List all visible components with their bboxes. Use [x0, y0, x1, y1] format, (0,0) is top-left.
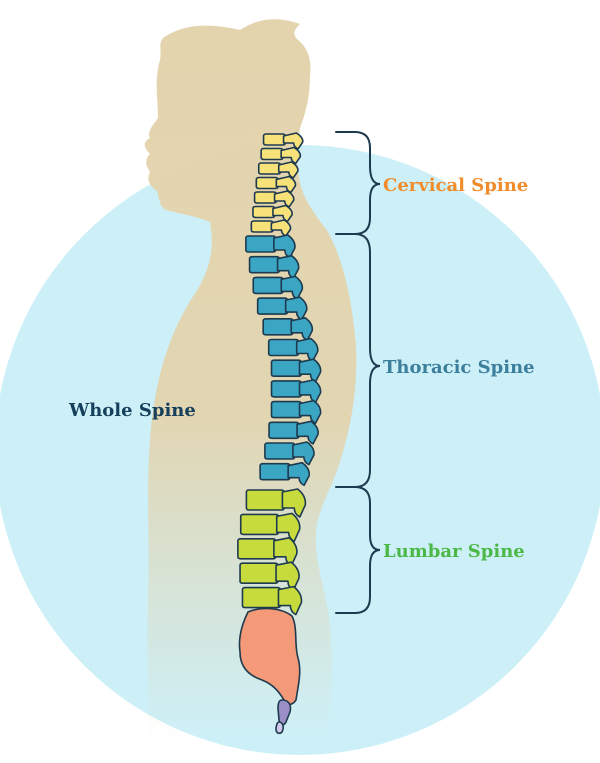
cervical-vertebra	[255, 175, 297, 194]
vertebral-body	[245, 235, 277, 253]
brackets	[335, 131, 381, 614]
cervical-vertebra	[252, 204, 293, 223]
spinous-process	[277, 585, 303, 616]
vertebral-body	[250, 220, 275, 233]
cervical-vertebrae	[250, 132, 304, 237]
spinous-process	[292, 441, 315, 466]
spinous-process	[282, 132, 304, 150]
lumbar-spine-label: Lumbar Spine	[383, 541, 525, 562]
cervical-vertebra	[257, 161, 299, 179]
lumbar-vertebra	[239, 561, 300, 591]
spinous-process	[275, 512, 301, 543]
thoracic-vertebra	[270, 399, 322, 424]
vertebral-body	[245, 489, 286, 511]
spinous-process	[280, 146, 302, 165]
spinous-process	[273, 190, 295, 208]
spinous-process	[277, 161, 299, 179]
thoracic-vertebra	[270, 358, 322, 383]
cervical-vertebra	[262, 132, 304, 150]
spinous-process	[298, 399, 322, 424]
vertebral-body	[256, 297, 289, 315]
coccyx-tip	[275, 721, 285, 735]
spine-column	[237, 132, 322, 735]
spinous-process	[272, 204, 293, 223]
spinous-process	[275, 175, 297, 194]
spinous-process	[281, 488, 307, 518]
vertebral-body	[252, 205, 276, 219]
vertebral-body	[248, 255, 281, 274]
lumbar-vertebra	[239, 512, 301, 543]
lumbar-vertebra	[241, 585, 303, 616]
thoracic-vertebra	[268, 420, 319, 445]
cervical-vertebra	[260, 146, 302, 165]
vertebral-body	[267, 338, 300, 357]
vertebral-body	[268, 421, 300, 440]
vertebral-body	[257, 162, 282, 175]
vertebral-body	[270, 359, 303, 377]
vertebral-body	[255, 176, 280, 190]
lumbar-vertebra	[245, 488, 307, 518]
vertebral-body	[239, 562, 279, 584]
vertebral-body	[237, 538, 277, 560]
vertebral-body	[262, 318, 294, 336]
thoracic-spine-label: Thoracic Spine	[383, 357, 535, 378]
vertebral-body	[239, 513, 280, 536]
thoracic-vertebra	[256, 296, 308, 321]
lumbar-vertebrae	[237, 488, 307, 616]
vertebral-body	[270, 400, 303, 419]
cervical-vertebra	[253, 190, 295, 208]
thoracic-vertebrae	[245, 234, 322, 487]
thoracic-vertebra	[264, 441, 315, 466]
thoracic-vertebra	[252, 275, 304, 300]
spinous-process	[296, 420, 319, 445]
thoracic-vertebra	[270, 379, 322, 404]
whole-spine-label: Whole Spine	[68, 400, 196, 421]
vertebral-body	[241, 586, 282, 609]
bracket-cervical	[335, 131, 381, 235]
vertebral-body	[253, 191, 278, 204]
thoracic-vertebra	[248, 254, 300, 280]
bracket-thoracic	[335, 233, 381, 488]
vertebral-body	[252, 276, 285, 295]
vertebral-body	[259, 462, 291, 481]
thoracic-vertebra	[262, 317, 314, 342]
spinous-process	[287, 461, 311, 487]
vertebral-body	[264, 442, 296, 460]
body-silhouette	[144, 19, 357, 740]
vertebral-body	[260, 147, 284, 161]
cervical-spine-label: Cervical Spine	[383, 175, 528, 196]
vertebral-body	[262, 133, 287, 146]
thoracic-vertebra	[267, 337, 319, 362]
bracket-lumbar	[335, 486, 381, 614]
vertebral-body	[270, 380, 303, 398]
thoracic-vertebra	[259, 461, 311, 487]
